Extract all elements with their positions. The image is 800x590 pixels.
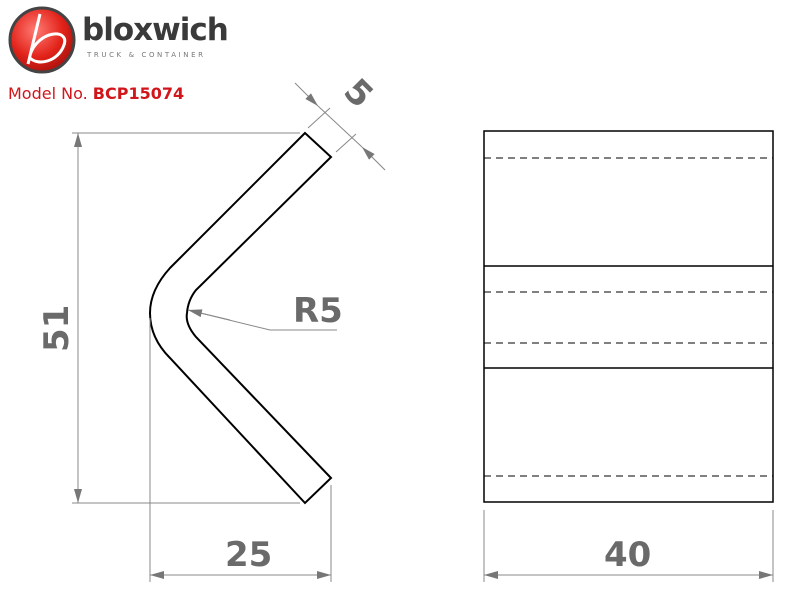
brand-name: bloxwich xyxy=(82,12,229,48)
profile-outline xyxy=(148,131,333,505)
model-code: BCP15074 xyxy=(92,84,185,103)
logo-mark xyxy=(8,6,76,74)
brand-tagline: TRUCK & CONTAINER xyxy=(87,51,206,59)
dim-height: 51 xyxy=(37,305,77,352)
side-profile-view xyxy=(148,131,333,505)
model-label: Model No. xyxy=(8,84,88,103)
model-number: Model No. BCP15074 xyxy=(8,84,184,104)
dim-width: 25 xyxy=(225,535,272,575)
dim-length: 40 xyxy=(604,535,651,575)
dim-radius: R5 xyxy=(293,291,343,331)
front-view xyxy=(483,130,774,503)
dimension-lines xyxy=(72,82,774,582)
dim-thickness: 5 xyxy=(336,71,381,116)
